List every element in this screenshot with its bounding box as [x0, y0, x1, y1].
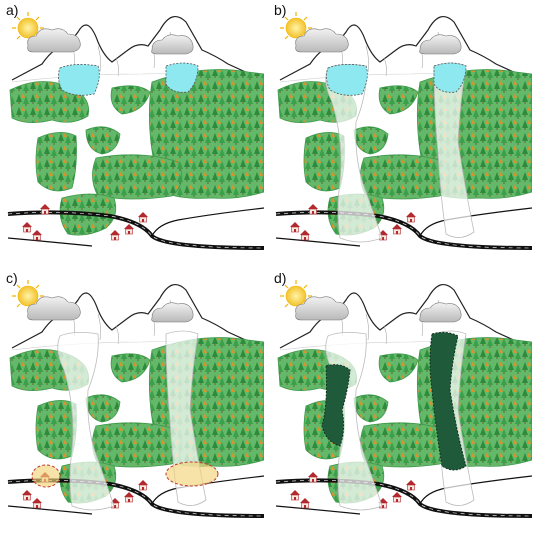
panel-label: c): [6, 270, 18, 286]
risk-zones: [31, 461, 219, 488]
panel-label: a): [6, 2, 19, 18]
lakes: [58, 62, 199, 96]
protection-forest: [321, 331, 467, 471]
scene-svg: [2, 270, 264, 532]
panel-c: c): [2, 270, 264, 532]
panel-label: b): [274, 2, 287, 18]
panel-d: d): [270, 270, 532, 532]
scene-svg: [270, 2, 532, 264]
scene-svg: [270, 270, 532, 532]
scene-svg: [2, 2, 264, 264]
panel-b: b): [270, 2, 532, 264]
lakes: [326, 62, 467, 96]
panel-label: d): [274, 270, 287, 286]
panel-a: a): [2, 2, 264, 264]
